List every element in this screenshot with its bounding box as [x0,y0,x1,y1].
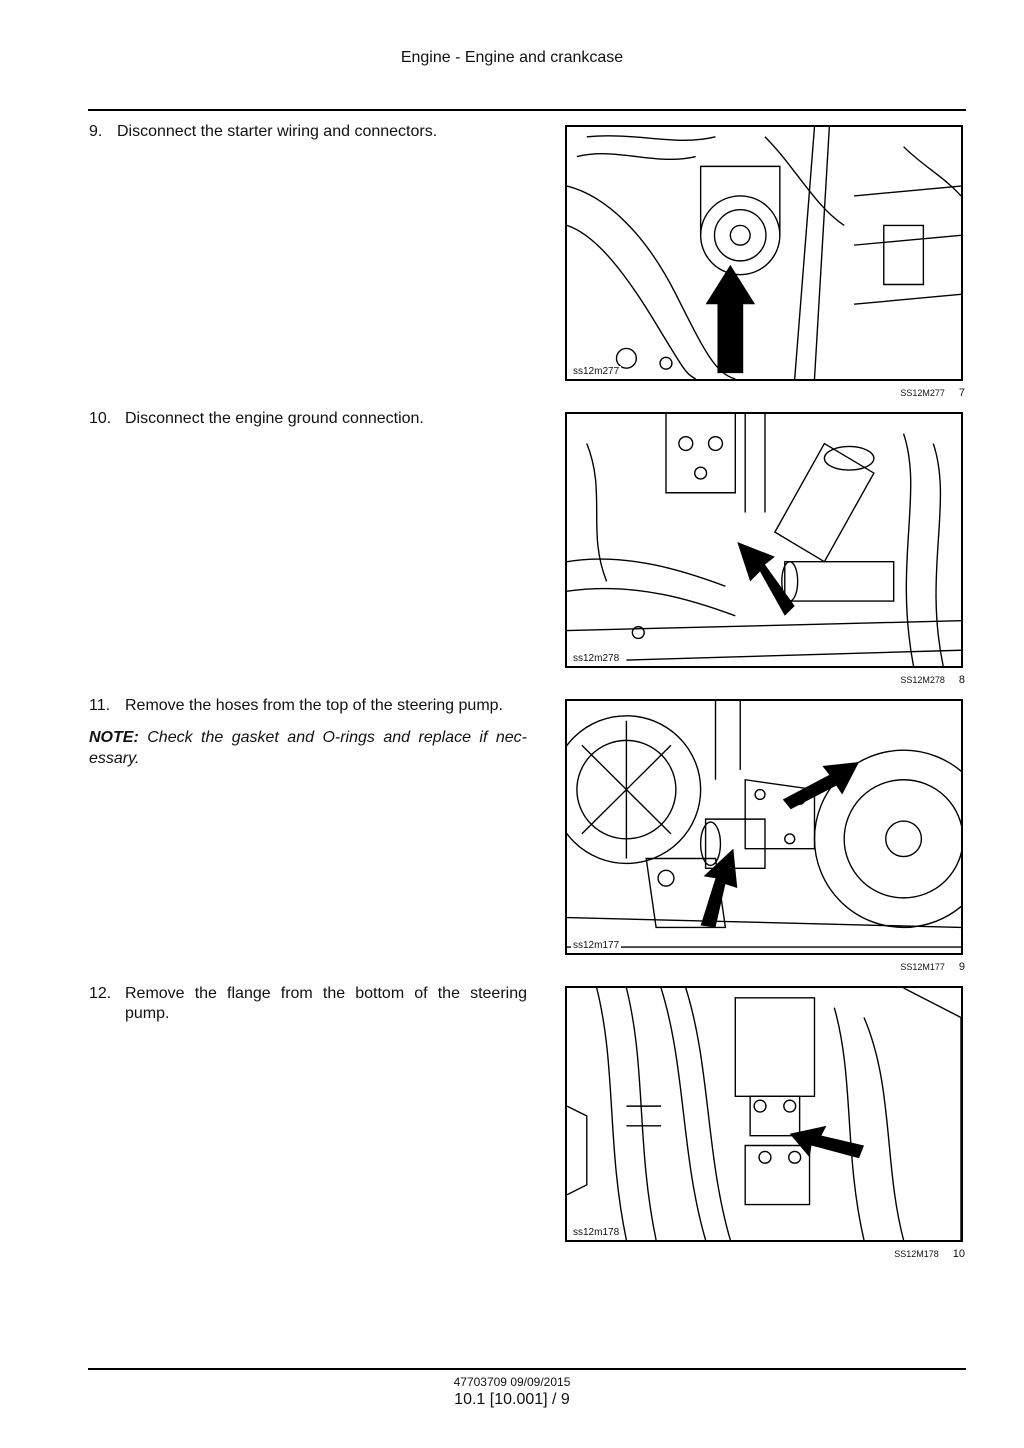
figure-id: SS12M277 [900,388,945,398]
step-text: Remove the flange from the bottom of the… [125,985,527,1022]
figure-caption: SS12M177 9 [805,961,965,973]
step-text: Disconnect the engine ground connection. [125,410,424,427]
figure-label: ss12m178 [571,1227,622,1238]
step-number: 12. [89,985,112,1002]
figure-ground-connection: ss12m278 [565,412,963,668]
step-number: 10. [89,410,112,427]
ground-illustration [567,414,961,666]
page-header-title: Engine - Engine and crankcase [400,49,624,66]
figure-label: ss12m177 [571,940,622,951]
starter-illustration [567,127,961,379]
step-text: Remove the hoses from the top of the ste… [125,697,503,714]
step-10: 10. Disconnect the engine ground connect… [89,409,527,429]
figure-caption: SS12M278 8 [805,674,965,686]
footer-rule [88,1368,966,1370]
footer-page-number: 10.1 [10.001] / 9 [454,1391,570,1408]
header-rule [88,109,966,111]
step-12: 12. Remove the flange from the bottom of… [89,984,527,1024]
note-label: NOTE: [89,729,139,746]
figure-number: 10 [952,1248,965,1260]
figure-caption: SS12M178 10 [805,1248,965,1260]
figure-label: ss12m277 [571,366,622,377]
figure-number: 7 [958,387,965,399]
step-9: 9. Disconnect the starter wiring and con… [89,122,527,142]
step-number: 11. [89,697,111,714]
steering-pump-top-illustration [567,701,961,948]
figure-number: 9 [958,961,965,973]
step-note: NOTE: Check the gasket and O-rings and r… [89,727,527,769]
step-number: 9. [89,123,103,140]
step-text: Disconnect the starter wiring and connec… [117,123,438,140]
figure-number: 8 [958,674,965,686]
figure-id: SS12M177 [900,962,945,972]
figure-steering-pump-flange: ss12m178 [565,986,963,1242]
figure-caption: SS12M277 7 [805,387,965,399]
figure-id: SS12M178 [894,1249,939,1259]
footer-doc-code: 47703709 09/09/2015 [453,1375,571,1389]
step-11: 11. Remove the hoses from the top of the… [89,696,527,716]
figure-steering-pump-hoses: ss12m177 [565,699,963,955]
figure-label: ss12m278 [571,653,622,664]
steering-pump-bottom-illustration [567,988,961,1240]
figure-id: SS12M278 [900,675,945,685]
note-text: Check the gasket and O-rings and replace… [89,729,527,767]
figure-starter-wiring: ss12m277 [565,125,963,381]
